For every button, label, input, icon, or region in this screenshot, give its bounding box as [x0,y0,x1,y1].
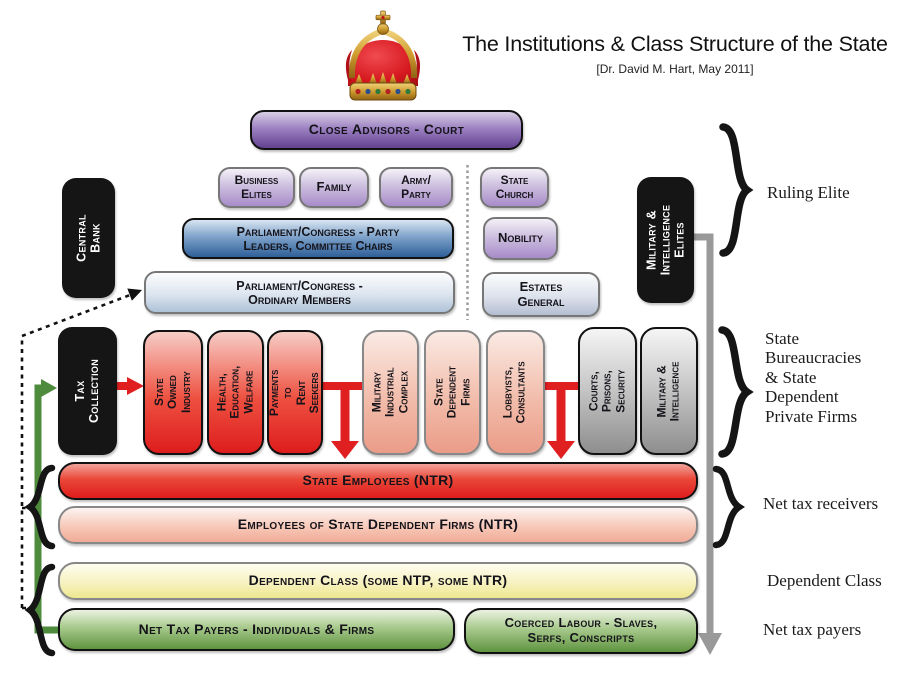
green-taxes-arrow [34,384,60,634]
close-advisors-label: Close Advisors - Court [308,121,465,138]
military-industrial-complex-label: Military Industrial Complex [369,367,411,418]
parliament-ordinary-box: Parliament/Congress - Ordinary Members [144,271,455,314]
dashed-arrowhead [127,288,142,301]
ruling-elite-brace [719,123,754,257]
courts-prisons-security-label: Courts, Prisons, Security [586,369,628,413]
central-bank-label: Central Bank [74,214,103,262]
estates-general-box: Estates General [482,272,600,317]
courts-prisons-security-box: Courts, Prisons, Security [578,327,637,455]
military-intelligence-elites-box: Military & Intelligence Elites [637,177,694,303]
red-down-arrow-left [331,441,359,459]
net-tax-payers-label: Net Tax Payers - Individuals & Firms [138,620,375,637]
employees-dependent-firms-label: Employees of State Dependent Firms (NTR) [237,516,519,533]
state-owned-industry-label: State Owned Industry [151,371,193,414]
nobility-label: Nobility [498,230,543,246]
header: The Institutions & Class Structure of th… [452,32,898,76]
state-employees-label: State Employees (NTR) [302,472,454,489]
family-box: Family [299,167,369,208]
payments-rent-seekers-label: Payments to Rent Seekers [267,369,322,416]
dependent-class-label: Dependent Class (some NTP, some NTR) [248,572,508,589]
tax-collection-box: Tax Collection [58,327,117,455]
lobbyists-consultants-box: Lobbyists, Consultants [486,330,545,455]
red-spending-flow [117,377,581,459]
coerced-labour-bar: Coerced Labour - Slaves, Serfs, Conscrip… [464,608,698,654]
royal-crown-icon [345,10,421,101]
state-church-label: State Church [495,173,534,201]
lobbyists-consultants-label: Lobbyists, Consultants [501,361,529,424]
page-title: The Institutions & Class Structure of th… [462,32,888,56]
red-arrowhead-to-industry [127,377,144,395]
payments-rent-seekers-box: Payments to Rent Seekers [267,330,323,455]
net-tax-payers-bar: Net Tax Payers - Individuals & Firms [58,608,455,651]
page-subtitle: [Dr. David M. Hart, May 2011] [596,62,754,76]
gray-coercion-arrow [692,233,714,634]
business-elites-box: Business Elites [218,167,295,208]
state-dependent-firms-box: State Dependent Firms [424,330,481,455]
tax-collection-label: Tax Collection [73,358,102,424]
red-down-arrow-right [547,441,575,459]
net-tax-receivers-left-brace [24,464,56,550]
military-intelligence-label: Military & Intelligence [654,361,682,421]
military-intelligence-box: Military & Intelligence [640,327,698,455]
health-education-welfare-label: Health, Education, Welfare [214,366,256,419]
state-church-box: State Church [480,167,549,208]
state-employees-bar: State Employees (NTR) [58,462,698,500]
military-industrial-complex-box: Military Industrial Complex [362,330,419,455]
lower-classes-left-brace [24,563,56,657]
net-tax-receivers-brace [712,465,745,549]
parliament-leaders-box: Parliament/Congress - Party Leaders, Com… [182,218,454,259]
state-dependent-firms-label: State Dependent Firms [431,366,473,419]
central-bank-box: Central Bank [62,178,115,298]
state-bureaucracies-brace [718,326,754,458]
business-elites-label: Business Elites [234,173,279,201]
employees-dependent-firms-bar: Employees of State Dependent Firms (NTR) [58,506,698,544]
close-advisors-box: Close Advisors - Court [250,110,523,150]
green-arrowhead [41,379,57,397]
coerced-labour-label: Coerced Labour - Slaves, Serfs, Conscrip… [504,615,658,645]
family-label: Family [316,179,352,195]
crown-jewels [355,88,411,95]
army-party-box: Army/ Party [379,167,453,208]
gray-arrowhead [698,633,722,655]
state-owned-industry-box: State Owned Industry [143,330,203,455]
dependent-class-side-label: Dependent Class [767,571,882,590]
military-intelligence-elites-label: Military & Intelligence Elites [644,204,687,276]
health-education-welfare-box: Health, Education, Welfare [207,330,264,455]
parliament-ordinary-label: Parliament/Congress - Ordinary Members [236,278,363,307]
net-tax-payers-side-label: Net tax payers [763,620,862,639]
state-bureaucracies-side-label: State Bureaucracies & State Dependent Pr… [765,329,862,426]
net-tax-receivers-side-label: Net tax receivers [763,494,879,513]
parliament-leaders-label: Parliament/Congress - Party Leaders, Com… [236,224,400,253]
nobility-box: Nobility [483,217,558,260]
dependent-class-bar: Dependent Class (some NTP, some NTR) [58,562,698,600]
estates-general-label: Estates General [517,278,565,309]
ruling-elite-side-label: Ruling Elite [767,183,850,202]
army-party-label: Army/ Party [401,173,431,201]
